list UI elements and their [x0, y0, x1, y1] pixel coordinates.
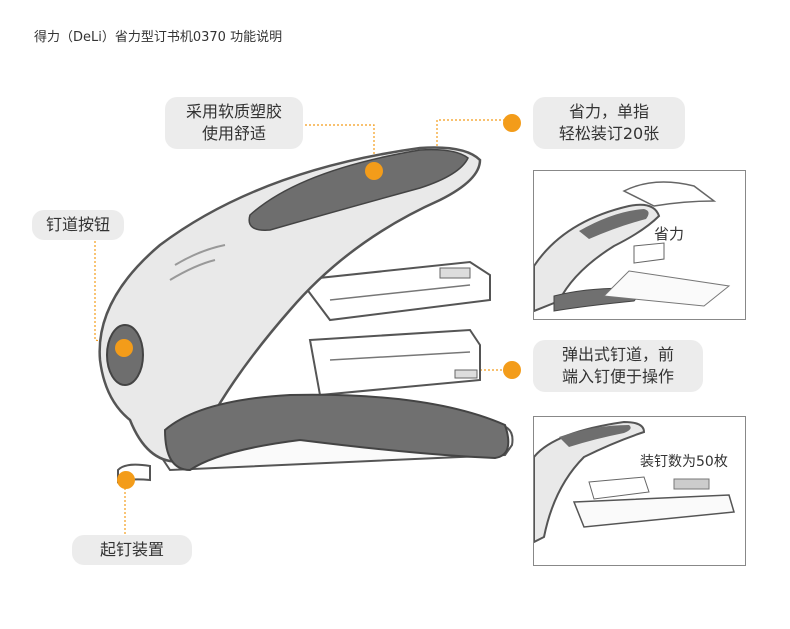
marker-dot-track	[503, 361, 521, 379]
marker-dot-effort	[503, 114, 521, 132]
panel-effort-illustration	[534, 181, 731, 313]
panel-capacity-caption: 装钉数为50枚	[640, 454, 728, 470]
stapler-track	[308, 328, 481, 397]
marker-dot-grip	[365, 162, 383, 180]
stapler-lower-shell	[163, 393, 510, 472]
panel-effort-caption: 省力	[654, 225, 685, 243]
label-effort-saving: 省力，单指 轻松装订20张	[533, 97, 685, 149]
label-staple-remover: 起钉装置	[72, 535, 192, 565]
panel-capacity-illustration	[534, 420, 735, 544]
soft-grip-pad	[248, 148, 469, 231]
panel-effort-saving: 省力	[533, 170, 746, 320]
stapler-body	[98, 146, 482, 463]
page-title: 得力（DeLi）省力型订书机0370 功能说明	[34, 30, 283, 45]
staples-icon	[673, 478, 710, 490]
panel-staple-capacity: 装钉数为50枚	[533, 416, 746, 566]
leader-lines	[88, 119, 512, 540]
label-track-button: 钉道按钮	[32, 210, 124, 240]
marker-dot-button	[115, 339, 133, 357]
label-popup-track: 弹出式钉道，前 端入钉便于操作	[533, 340, 703, 392]
finger-icon	[622, 181, 717, 207]
marker-dot-remover	[117, 471, 135, 489]
label-soft-grip: 采用软质塑胶 使用舒适	[165, 97, 303, 149]
